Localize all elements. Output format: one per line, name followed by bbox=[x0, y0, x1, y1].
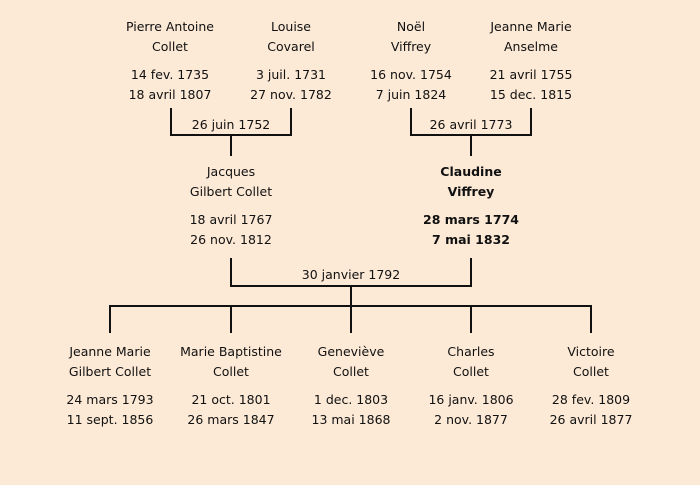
death-date: 7 juin 1824 bbox=[375, 87, 447, 102]
connector-line bbox=[530, 108, 532, 136]
connector-line bbox=[350, 305, 352, 333]
birth-date: 28 fev. 1809 bbox=[551, 392, 631, 407]
first-name: Louise bbox=[271, 19, 311, 34]
last-name: Collet bbox=[333, 364, 369, 379]
person-dates: 14 fev. 1735 18 avril 1807 bbox=[100, 65, 240, 105]
last-name: Gilbert Collet bbox=[189, 184, 273, 199]
connector-line bbox=[109, 305, 111, 333]
person-dates: 24 mars 1793 11 sept. 1856 bbox=[40, 390, 180, 430]
first-name: Jeanne Marie bbox=[490, 19, 572, 34]
marriage-date-left: 26 juin 1752 bbox=[191, 117, 271, 132]
connector-line bbox=[470, 258, 472, 287]
death-date: 18 avril 1807 bbox=[128, 87, 212, 102]
birth-date: 14 fev. 1735 bbox=[130, 67, 210, 82]
connector-line bbox=[230, 134, 232, 156]
birth-date: 18 avril 1767 bbox=[189, 212, 273, 227]
last-name: Collet bbox=[573, 364, 609, 379]
last-name: Viffrey bbox=[447, 184, 495, 199]
person-dates: 21 oct. 1801 26 mars 1847 bbox=[161, 390, 301, 430]
birth-date: 1 dec. 1803 bbox=[313, 392, 389, 407]
last-name: Collet bbox=[152, 39, 188, 54]
first-name: Marie Baptistine bbox=[180, 344, 282, 359]
death-date: 7 mai 1832 bbox=[432, 232, 510, 247]
connector-line bbox=[170, 108, 172, 136]
connector-line bbox=[470, 305, 472, 333]
death-date: 2 nov. 1877 bbox=[434, 412, 508, 427]
last-name: Covarel bbox=[267, 39, 315, 54]
death-date: 26 avril 1877 bbox=[549, 412, 633, 427]
death-date: 27 nov. 1782 bbox=[250, 87, 332, 102]
death-date: 26 mars 1847 bbox=[187, 412, 275, 427]
connector-line bbox=[290, 108, 292, 136]
first-name: Charles bbox=[447, 344, 495, 359]
death-date: 13 mai 1868 bbox=[311, 412, 391, 427]
death-date: 15 dec. 1815 bbox=[489, 87, 573, 102]
person-dates: 28 mars 1774 7 mai 1832 bbox=[401, 210, 541, 250]
person-dates: 16 janv. 1806 2 nov. 1877 bbox=[401, 390, 541, 430]
person-dates: 18 avril 1767 26 nov. 1812 bbox=[161, 210, 301, 250]
person-dates: 28 fev. 1809 26 avril 1877 bbox=[521, 390, 661, 430]
first-name: Victoire bbox=[567, 344, 615, 359]
last-name: Gilbert Collet bbox=[68, 364, 152, 379]
person-dates: 1 dec. 1803 13 mai 1868 bbox=[281, 390, 421, 430]
first-name: Geneviève bbox=[317, 344, 385, 359]
birth-date: 21 oct. 1801 bbox=[191, 392, 271, 407]
first-name: Jeanne Marie bbox=[69, 344, 151, 359]
birth-date: 16 nov. 1754 bbox=[370, 67, 452, 82]
person-dates: 16 nov. 1754 7 juin 1824 bbox=[341, 65, 481, 105]
connector-line bbox=[590, 305, 592, 333]
connector-line bbox=[230, 305, 232, 333]
first-name: Jacques bbox=[206, 164, 256, 179]
connector-line bbox=[470, 134, 472, 156]
death-date: 11 sept. 1856 bbox=[66, 412, 154, 427]
birth-date: 28 mars 1774 bbox=[423, 212, 519, 227]
last-name: Collet bbox=[453, 364, 489, 379]
marriage-date-parents: 30 janvier 1792 bbox=[301, 267, 401, 282]
first-name: Noël bbox=[396, 19, 426, 34]
connector-line bbox=[350, 285, 352, 307]
first-name: Pierre Antoine bbox=[126, 19, 214, 34]
connector-line bbox=[230, 258, 232, 287]
death-date: 26 nov. 1812 bbox=[190, 232, 272, 247]
birth-date: 16 janv. 1806 bbox=[428, 392, 514, 407]
last-name: Viffrey bbox=[390, 39, 432, 54]
birth-date: 24 mars 1793 bbox=[66, 392, 154, 407]
first-name: Claudine bbox=[440, 164, 502, 179]
connector-line bbox=[410, 108, 412, 136]
last-name: Anselme bbox=[503, 39, 559, 54]
marriage-date-right: 26 avril 1773 bbox=[429, 117, 513, 132]
birth-date: 3 juil. 1731 bbox=[255, 67, 327, 82]
last-name: Collet bbox=[213, 364, 249, 379]
person-dates: 3 juil. 1731 27 nov. 1782 bbox=[221, 65, 361, 105]
person-dates: 21 avril 1755 15 dec. 1815 bbox=[461, 65, 601, 105]
birth-date: 21 avril 1755 bbox=[489, 67, 573, 82]
